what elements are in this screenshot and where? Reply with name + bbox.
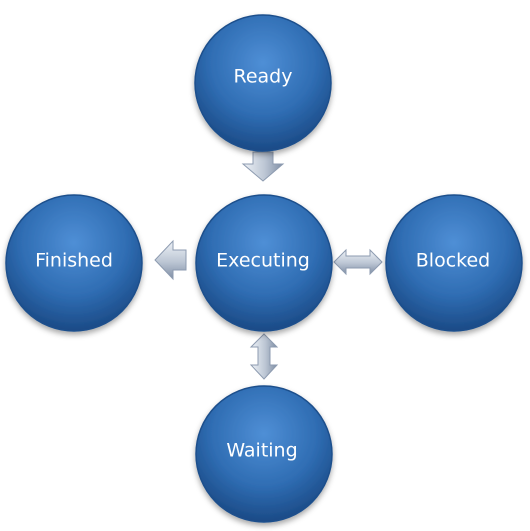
arrow-executing-blocked [333, 248, 383, 276]
node-ready-label: Ready [234, 66, 293, 88]
node-waiting: Waiting [195, 385, 333, 523]
node-ready: Ready [194, 14, 332, 152]
node-blocked-label: Blocked [416, 250, 490, 272]
node-blocked: Blocked [385, 194, 523, 332]
node-finished: Finished [5, 194, 143, 332]
node-executing-label: Executing [216, 250, 310, 272]
arrow-executing-waiting [249, 333, 279, 380]
arrow-executing-to-finished [154, 239, 187, 281]
node-waiting-label: Waiting [226, 440, 297, 462]
node-finished-label: Finished [35, 250, 113, 272]
arrow-ready-to-executing [241, 151, 285, 182]
node-executing: Executing [195, 194, 333, 332]
